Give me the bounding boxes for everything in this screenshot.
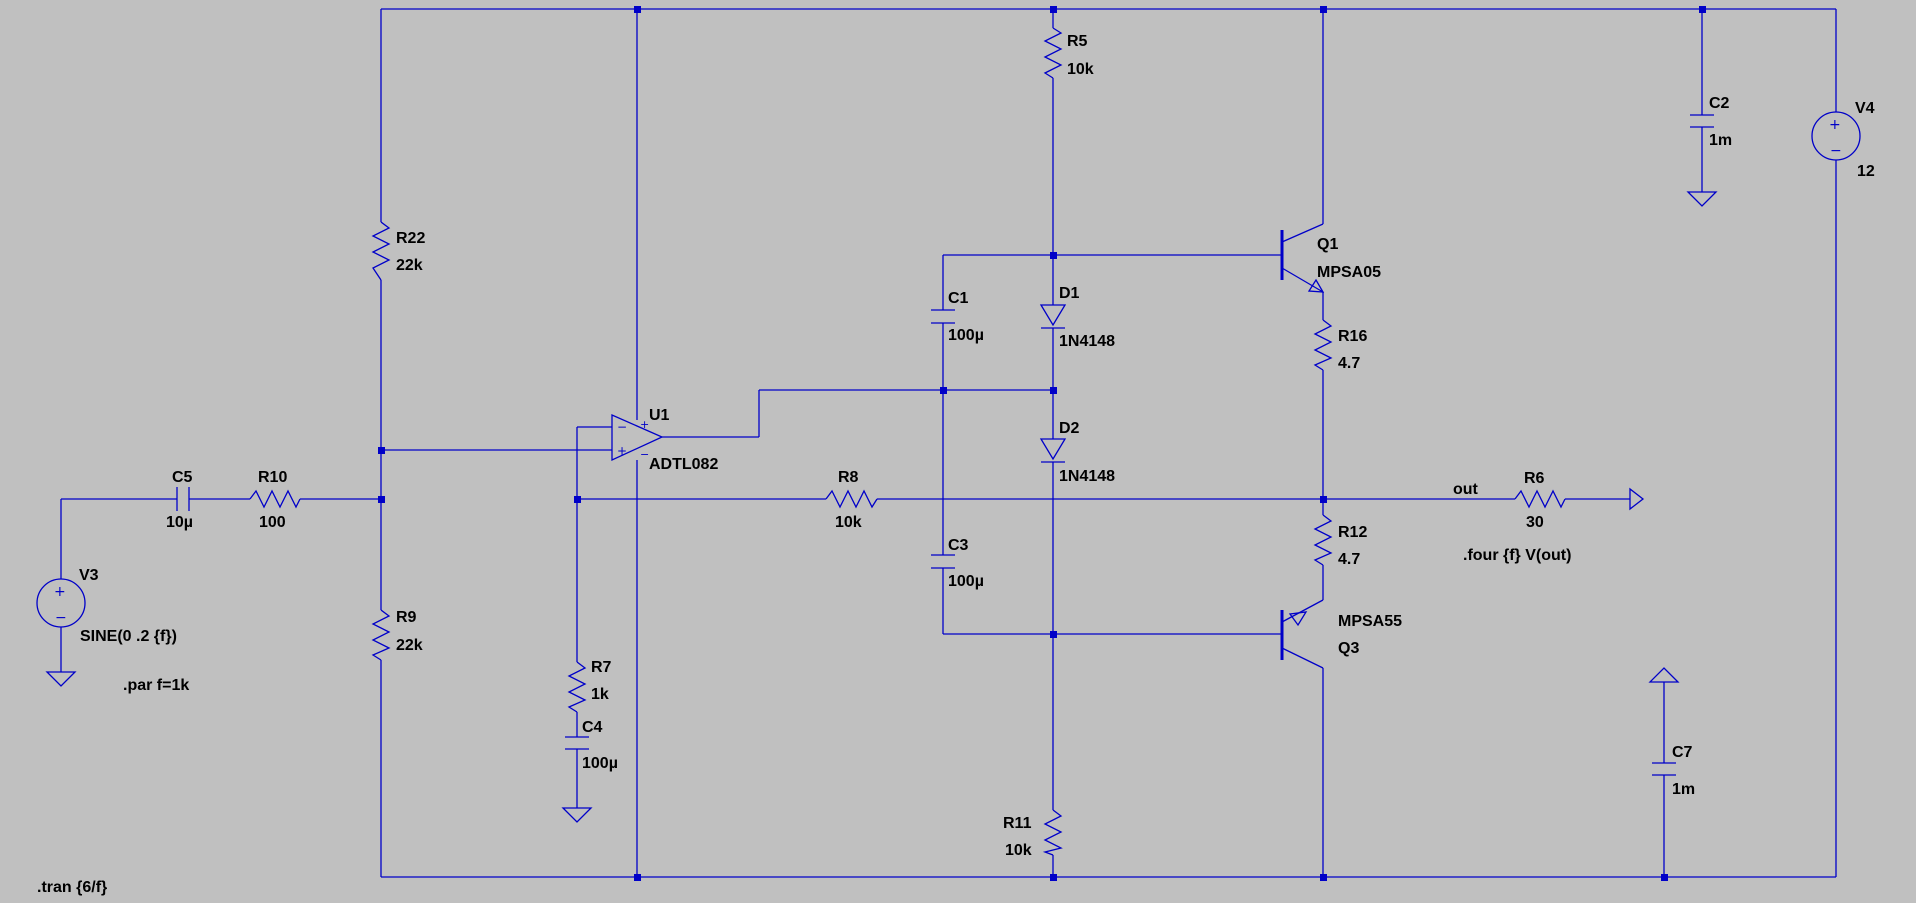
- c1-value: 100µ: [948, 327, 984, 344]
- c5-value: 10µ: [166, 514, 193, 531]
- capacitor-c7[interactable]: C7 1m: [1652, 744, 1695, 798]
- opamp-u1[interactable]: − + + − U1 ADTL082: [611, 407, 718, 473]
- ground-symbol-c7-top: [1648, 667, 1680, 683]
- r8-value: 10k: [835, 514, 862, 531]
- c7-ref: C7: [1672, 744, 1693, 761]
- v3-plus-sign: +: [54, 584, 66, 600]
- capacitor-c4[interactable]: C4 100µ: [565, 719, 618, 772]
- opamp-vminus-sign: −: [640, 448, 649, 461]
- ground-symbol-c2: [1686, 191, 1718, 207]
- voltage-source-v3[interactable]: + − V3 SINE(0 .2 {f}): [36, 567, 177, 645]
- resistor-r5[interactable]: R5 10k: [1043, 27, 1094, 79]
- r5-value: 10k: [1067, 61, 1094, 78]
- resistor-r10[interactable]: R10 100: [249, 469, 301, 531]
- r7-ref: R7: [591, 659, 612, 676]
- q3-value: MPSA55: [1338, 613, 1402, 630]
- r10-ref: R10: [258, 469, 287, 486]
- r11-ref: R11: [1003, 815, 1032, 832]
- v4-ref: V4: [1855, 100, 1875, 117]
- capacitor-c5[interactable]: C5 10µ: [166, 469, 193, 531]
- c4-ref: C4: [582, 719, 603, 736]
- ground-symbol-v3: [45, 671, 77, 687]
- v4-plus-sign: +: [1829, 117, 1841, 133]
- v4-minus-sign: −: [1830, 143, 1842, 159]
- r5-ref: R5: [1067, 33, 1088, 50]
- r22-value: 22k: [396, 257, 423, 274]
- resistor-r7[interactable]: R7 1k: [567, 659, 612, 713]
- voltage-source-v4[interactable]: + − V4 12: [1811, 100, 1875, 180]
- resistor-r22[interactable]: R22 22k: [371, 221, 425, 281]
- v3-minus-sign: −: [55, 610, 67, 626]
- resistor-r8[interactable]: R8 10k: [825, 469, 878, 531]
- resistor-r9[interactable]: R9 22k: [371, 609, 423, 661]
- diode-d1[interactable]: D1 1N4148: [1039, 285, 1115, 350]
- q1-ref: Q1: [1317, 236, 1338, 253]
- r6-ref: R6: [1524, 470, 1545, 487]
- opamp-plus-sign: +: [617, 444, 627, 458]
- c2-value: 1m: [1709, 132, 1732, 149]
- c3-ref: C3: [948, 537, 969, 554]
- r12-value: 4.7: [1338, 551, 1360, 568]
- q3-ref: Q3: [1338, 640, 1359, 657]
- d2-value: 1N4148: [1059, 468, 1115, 485]
- r9-value: 22k: [396, 637, 423, 654]
- net-label-out[interactable]: out: [1453, 481, 1479, 498]
- r11-value: 10k: [1005, 842, 1032, 859]
- r9-ref: R9: [396, 609, 417, 626]
- v3-value: SINE(0 .2 {f}): [80, 628, 177, 645]
- capacitor-c3[interactable]: C3 100µ: [931, 537, 984, 590]
- opamp-vplus-sign: +: [640, 418, 649, 431]
- four-directive[interactable]: .four {f} V(out): [1463, 547, 1571, 564]
- transistor-q1[interactable]: Q1 MPSA05: [1280, 223, 1381, 293]
- u1-value: ADTL082: [649, 456, 718, 473]
- r8-ref: R8: [838, 469, 859, 486]
- u1-ref: U1: [649, 407, 670, 424]
- resistor-r12[interactable]: R12 4.7: [1313, 514, 1367, 568]
- c2-ref: C2: [1709, 95, 1730, 112]
- transistor-q3[interactable]: MPSA55 Q3: [1280, 599, 1402, 669]
- resistor-r11[interactable]: R11 10k: [1003, 809, 1063, 859]
- v3-ref: V3: [79, 567, 99, 584]
- opamp-minus-sign: −: [617, 420, 627, 434]
- d1-value: 1N4148: [1059, 333, 1115, 350]
- param-directive[interactable]: .par f=1k: [123, 677, 189, 694]
- c1-ref: C1: [948, 290, 969, 307]
- r22-ref: R22: [396, 230, 425, 247]
- tran-directive[interactable]: .tran {6/f}: [37, 879, 107, 896]
- r6-value: 30: [1526, 514, 1544, 531]
- capacitor-c2[interactable]: C2 1m: [1690, 95, 1732, 149]
- q1-value: MPSA05: [1317, 264, 1381, 281]
- r10-value: 100: [259, 514, 286, 531]
- diode-d2[interactable]: D2 1N4148: [1039, 420, 1115, 485]
- v4-value: 12: [1857, 163, 1875, 180]
- d1-ref: D1: [1059, 285, 1080, 302]
- r16-ref: R16: [1338, 328, 1367, 345]
- d2-ref: D2: [1059, 420, 1080, 437]
- c5-ref: C5: [172, 469, 193, 486]
- c3-value: 100µ: [948, 573, 984, 590]
- r16-value: 4.7: [1338, 355, 1360, 372]
- capacitor-c1[interactable]: C1 100µ: [931, 290, 984, 344]
- r12-ref: R12: [1338, 524, 1367, 541]
- wires: [60, 8, 1837, 878]
- ground-symbol-c4: [561, 807, 593, 823]
- r7-value: 1k: [591, 686, 609, 703]
- output-port[interactable]: [1629, 487, 1645, 511]
- resistor-r6[interactable]: R6 30: [1514, 470, 1566, 531]
- junctions: [378, 6, 1706, 881]
- resistor-r16[interactable]: R16 4.7: [1313, 319, 1367, 372]
- c4-value: 100µ: [582, 755, 618, 772]
- c7-value: 1m: [1672, 781, 1695, 798]
